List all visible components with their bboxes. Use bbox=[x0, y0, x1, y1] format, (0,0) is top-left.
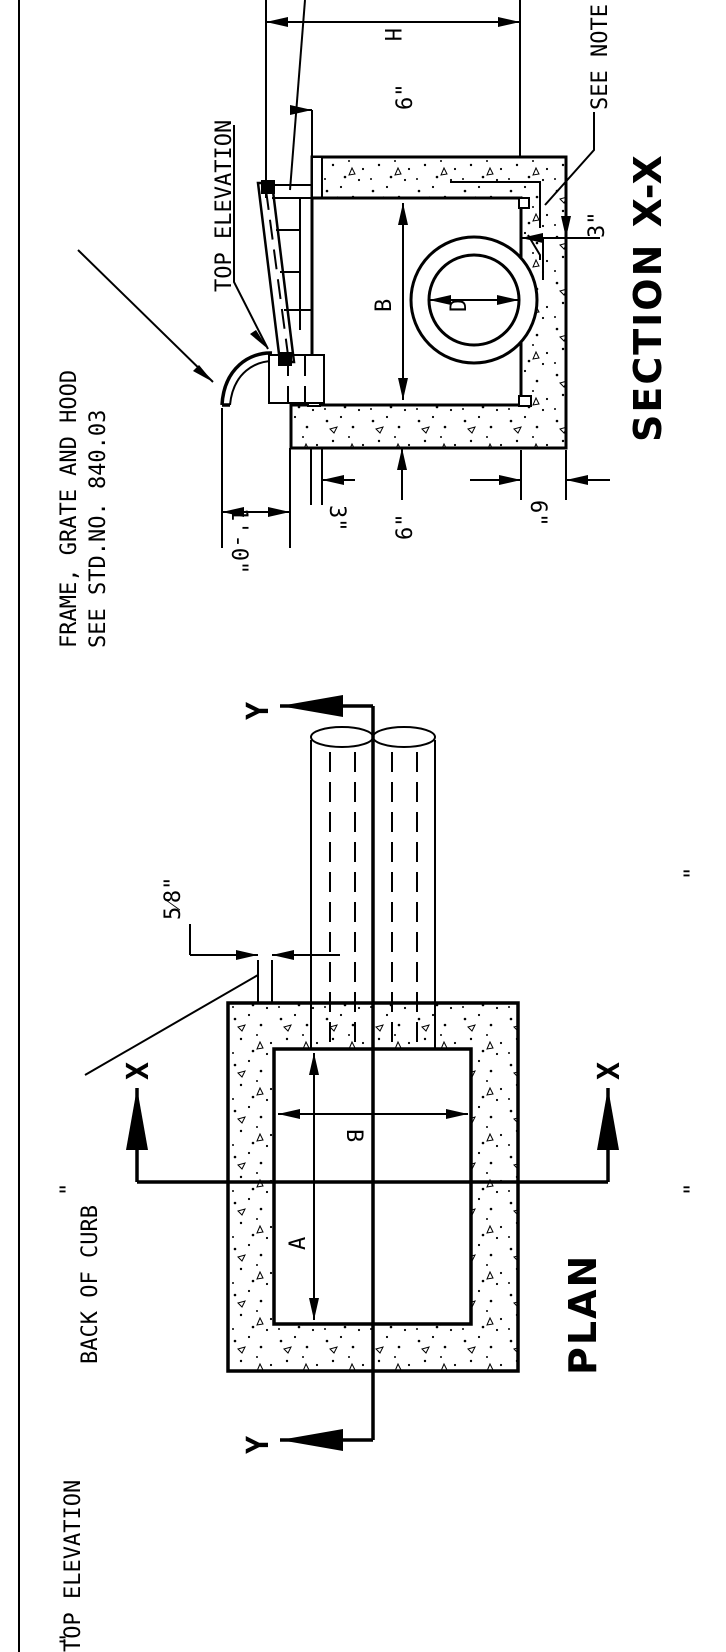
plan-dim-b bbox=[278, 1109, 468, 1119]
section-dim-three-left bbox=[310, 448, 355, 505]
fragment-quote-b: " bbox=[681, 867, 706, 880]
section-dim-six-left bbox=[397, 448, 407, 500]
section-y-top-letter: Y bbox=[241, 702, 276, 720]
plan-dim-five-eighths bbox=[189, 924, 340, 1003]
section-dim-d bbox=[429, 295, 519, 305]
section-dim-six-top bbox=[290, 105, 313, 157]
section-x-bottom-letter: X bbox=[592, 1062, 627, 1080]
section-x-top-letter: X bbox=[121, 1062, 156, 1080]
section-view bbox=[77, 0, 610, 548]
dim-three-left-label: 3" bbox=[324, 505, 349, 532]
fragment-quote-c: " bbox=[681, 1183, 706, 1196]
section-title: SECTION X-X bbox=[626, 153, 670, 442]
see-note-leader bbox=[544, 112, 595, 206]
section-dim-one-foot bbox=[221, 408, 291, 548]
frame-label-line1: FRAME, GRATE AND HOOD bbox=[57, 370, 82, 648]
section-dim-six-bottom bbox=[470, 450, 610, 500]
dim-b-section-label: B bbox=[372, 299, 397, 312]
dim-d-label: D bbox=[447, 299, 472, 312]
plan-view bbox=[84, 695, 619, 1451]
top-elevation-plan-label: TOP ELEVATION bbox=[61, 1480, 86, 1652]
section-dim-three-bottom bbox=[521, 200, 600, 280]
dim-six-left-label: 6" bbox=[393, 514, 418, 541]
dim-b-plan-label: B bbox=[341, 1129, 366, 1142]
fragment-quote-a: " bbox=[57, 1183, 82, 1196]
fragment-quote-d: " bbox=[57, 1633, 82, 1646]
section-dim-h bbox=[265, 0, 521, 198]
top-elevation-leader bbox=[233, 125, 269, 350]
frame-grate-hood bbox=[220, 180, 325, 407]
plan-dim-a bbox=[309, 1053, 319, 1320]
top-elevation-section-label: TOP ELEVATION bbox=[212, 120, 237, 292]
frame-leader bbox=[77, 249, 214, 383]
frame-label-line2: SEE STD.NO. 840.03 bbox=[86, 410, 111, 648]
section-y-bottom-letter: Y bbox=[241, 1436, 276, 1454]
back-of-curb-label: BACK OF CURB bbox=[78, 1205, 103, 1364]
dim-one-foot-label: 1'-0" bbox=[226, 508, 251, 574]
dim-three-bottom-label: 3" bbox=[585, 212, 610, 239]
dim-five-eighths-label: 5⁄8" bbox=[161, 877, 186, 920]
plan-title: PLAN bbox=[561, 1254, 605, 1375]
back-of-curb-leader bbox=[84, 974, 259, 1076]
see-note-label: SEE NOTE bbox=[588, 4, 613, 110]
dim-h-label: H bbox=[379, 28, 404, 41]
dim-six-top-label: 6" bbox=[393, 84, 418, 111]
dim-a-label: A bbox=[286, 1237, 311, 1250]
section-line-y bbox=[280, 695, 375, 1451]
section-dim-b bbox=[398, 203, 408, 400]
dim-six-bottom-label: 6" bbox=[525, 500, 550, 527]
